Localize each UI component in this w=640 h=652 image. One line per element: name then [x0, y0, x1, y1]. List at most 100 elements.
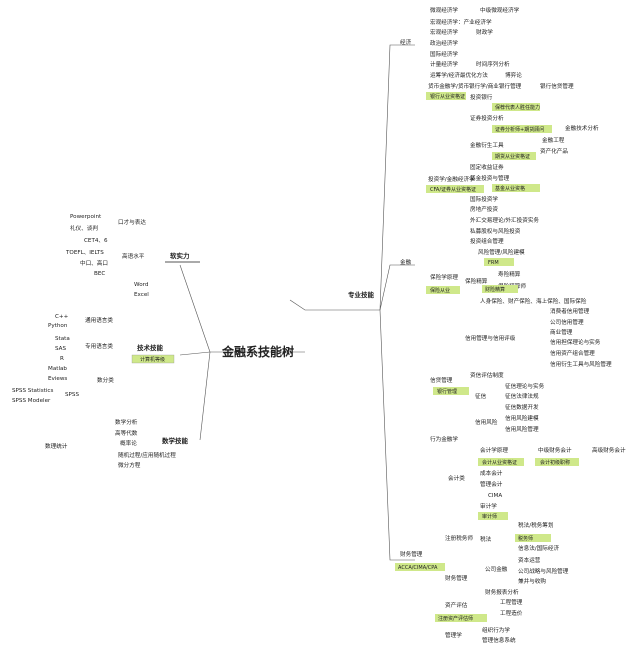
svg-text:金融工程: 金融工程 [542, 136, 565, 144]
svg-text:资产化产品: 资产化产品 [540, 147, 568, 155]
svg-text:Word: Word [134, 282, 149, 288]
svg-text:成本会计: 成本会计 [480, 469, 503, 477]
svg-text:管理信息系统: 管理信息系统 [482, 636, 516, 644]
svg-text:税法/税务筹划: 税法/税务筹划 [518, 521, 554, 529]
soft-skills-items: Powerpoint 礼仪、谈判 口才与表达 CET4、6 TOEFL、IELT… [65, 214, 149, 298]
acct-badge: ACCA/CIMA/CPA [398, 565, 438, 571]
svg-text:信用风险: 信用风险 [475, 418, 498, 426]
svg-text:审计学: 审计学 [480, 502, 497, 510]
svg-text:政治经济学: 政治经济学 [430, 39, 458, 47]
svg-text:信息法/国际经济: 信息法/国际经济 [518, 544, 559, 552]
svg-text:SPSS Statistics: SPSS Statistics [12, 388, 53, 394]
svg-text:征信: 征信 [475, 392, 487, 400]
svg-text:高级财务会计: 高级财务会计 [592, 446, 626, 454]
svg-text:CFA/证券从业资格证: CFA/证券从业资格证 [430, 186, 476, 193]
soft-skills-label: 软实力 [170, 251, 190, 260]
svg-text:R: R [60, 356, 64, 362]
svg-text:SPSS Modeler: SPSS Modeler [12, 398, 51, 404]
tech-badge: 计算机等级 [140, 356, 165, 363]
svg-text:证券投资分析: 证券投资分析 [470, 114, 504, 122]
svg-text:口才与表达: 口才与表达 [118, 218, 146, 226]
svg-text:中口、高口: 中口、高口 [80, 259, 108, 267]
svg-text:SPSS: SPSS [65, 392, 79, 398]
svg-text:保荐代表人胜任能力: 保荐代表人胜任能力 [495, 104, 540, 111]
svg-text:微观经济学: 微观经济学 [430, 6, 458, 14]
svg-text:资信评估制度: 资信评估制度 [470, 371, 504, 379]
math-skills-label: 数学技能 [162, 436, 189, 445]
svg-text:资产评估: 资产评估 [445, 601, 468, 609]
svg-text:Powerpoint: Powerpoint [70, 214, 102, 220]
svg-text:保险从业: 保险从业 [430, 287, 450, 294]
svg-text:外汇交易理论/外汇投资实务: 外汇交易理论/外汇投资实务 [470, 216, 539, 224]
svg-text:CIMA: CIMA [488, 493, 502, 499]
fin-items: 货币金融学/货币银行学/商业银行管理 银行信贷管理 投资银行 证券投资分析 金融… [428, 82, 599, 305]
svg-text:时间序列分析: 时间序列分析 [476, 60, 510, 68]
svg-text:投资组合管理: 投资组合管理 [470, 237, 504, 245]
svg-text:证券分析师+期货顾问: 证券分析师+期货顾问 [495, 126, 544, 133]
svg-text:信用风险建模: 信用风险建模 [505, 414, 539, 422]
svg-text:工程管理: 工程管理 [500, 598, 523, 606]
svg-text:信用衍生工具与风险管理: 信用衍生工具与风险管理 [550, 360, 612, 368]
svg-text:数理统计: 数理统计 [45, 442, 68, 450]
bank-badge: 银行管理 [437, 388, 457, 395]
svg-text:FRM: FRM [488, 260, 499, 266]
svg-text:Eviews: Eviews [48, 376, 67, 382]
svg-text:审计师: 审计师 [482, 513, 497, 520]
tech-skills-label: 技术技能 [137, 343, 164, 352]
svg-text:会计初级职称: 会计初级职称 [540, 459, 570, 466]
central-title: 金融系技能树 [221, 344, 294, 359]
svg-text:基金从业资格: 基金从业资格 [495, 185, 525, 192]
svg-text:信用管理与信用评级: 信用管理与信用评级 [465, 334, 516, 342]
svg-text:运筹学/经济最优化方法: 运筹学/经济最优化方法 [430, 71, 488, 79]
svg-text:会计从业资格证: 会计从业资格证 [482, 459, 517, 466]
svg-text:礼仪、谈判: 礼仪、谈判 [70, 224, 98, 232]
svg-text:公司战略与风险管理: 公司战略与风险管理 [518, 567, 569, 575]
svg-text:注册资产评估师: 注册资产评估师 [438, 615, 473, 622]
svg-text:中级微观经济学: 中级微观经济学 [480, 6, 520, 14]
svg-text:会计学原理: 会计学原理 [480, 446, 508, 454]
svg-text:保险精算: 保险精算 [465, 277, 488, 285]
svg-text:公司信用管理: 公司信用管理 [550, 318, 584, 326]
svg-text:固定收益证券: 固定收益证券 [470, 163, 504, 171]
svg-text:投资银行: 投资银行 [470, 93, 493, 101]
svg-text:税法: 税法 [480, 535, 492, 543]
svg-text:Matlab: Matlab [48, 366, 67, 372]
svg-text:财险精算: 财险精算 [485, 286, 505, 293]
svg-text:基金投资与管理: 基金投资与管理 [470, 174, 510, 182]
svg-text:概率论: 概率论 [120, 439, 137, 447]
svg-text:TOEFL、IELTS: TOEFL、IELTS [65, 250, 104, 256]
bank-items: 信贷管理 信用管理与信用评级 消费者信用管理 公司信用管理 商业管理 信用担保理… [430, 307, 612, 443]
svg-text:保险学原理: 保险学原理 [430, 273, 458, 281]
svg-text:SAS: SAS [55, 346, 66, 352]
svg-text:征信法律法规: 征信法律法规 [505, 392, 539, 400]
svg-text:微分方程: 微分方程 [118, 461, 141, 469]
svg-text:宏观经济学: 宏观经济学 [430, 28, 458, 36]
svg-text:银行从业资格证: 银行从业资格证 [430, 93, 465, 100]
svg-text:税务师: 税务师 [518, 535, 533, 542]
svg-text:金融技术分析: 金融技术分析 [565, 124, 599, 132]
svg-text:期货从业资格证: 期货从业资格证 [495, 153, 530, 160]
svg-text:BEC: BEC [94, 271, 105, 277]
svg-text:会计类: 会计类 [448, 474, 465, 482]
svg-text:寿险精算: 寿险精算 [498, 270, 521, 278]
svg-text:数分类: 数分类 [97, 376, 114, 384]
svg-text:资本运营: 资本运营 [518, 556, 541, 564]
svg-text:随机过程/应用随机过程: 随机过程/应用随机过程 [118, 451, 176, 459]
svg-text:宏观经济学：产业经济学: 宏观经济学：产业经济学 [430, 18, 492, 26]
svg-text:高语水平: 高语水平 [122, 252, 145, 260]
fin-label: 金融 [400, 258, 412, 266]
svg-text:货币金融学/货币银行学/商业银行管理: 货币金融学/货币银行学/商业银行管理 [428, 82, 522, 90]
svg-text:私募股权与风险投资: 私募股权与风险投资 [470, 227, 521, 235]
svg-text:财务报表分析: 财务报表分析 [485, 588, 519, 596]
svg-text:Python: Python [48, 323, 68, 329]
svg-text:财政学: 财政学 [476, 28, 493, 36]
svg-text:高等代数: 高等代数 [115, 429, 138, 437]
svg-text:财务管理: 财务管理 [445, 574, 468, 582]
svg-text:银行信贷管理: 银行信贷管理 [540, 82, 574, 90]
tech-skills-items: C++ Python 通用语言类 Stata SAS 专用语言类 R Matla… [12, 314, 114, 404]
svg-text:CET4、6: CET4、6 [84, 238, 108, 244]
acct-badges: 会计从业资格证 会计初级职称 审计师 税务师 注册资产评估师 [435, 458, 579, 622]
svg-text:商业管理: 商业管理 [550, 328, 573, 336]
svg-text:管理学: 管理学 [445, 631, 462, 639]
svg-text:投资学/金融经济学: 投资学/金融经济学 [428, 175, 475, 183]
